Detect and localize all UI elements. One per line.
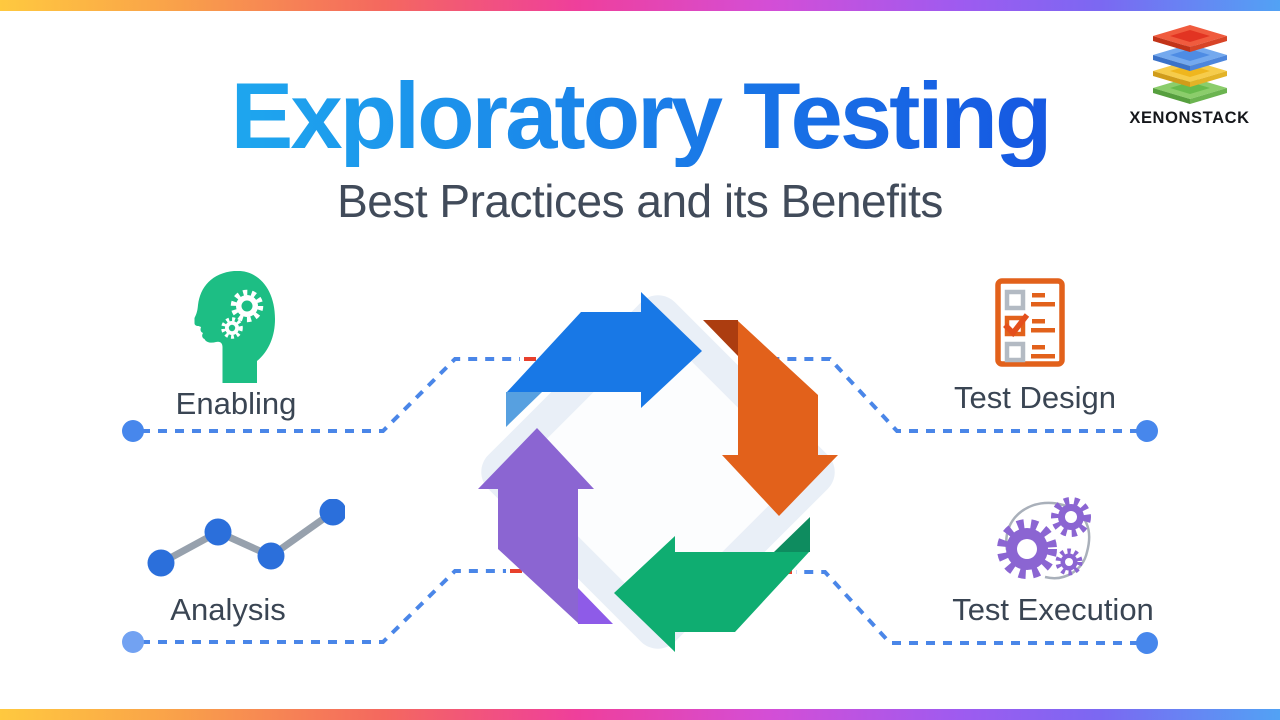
item-label-enabling: Enabling: [175, 386, 297, 421]
logo-stack-icon: [1152, 25, 1227, 104]
head-gears-icon: [194, 271, 275, 383]
item-label-analysis: Analysis: [170, 592, 286, 627]
connector-dots: [122, 420, 1158, 654]
cycle-arrow-left: [478, 428, 613, 624]
connector-bottom-right: [796, 570, 1139, 645]
cycle-arrow-top: [506, 292, 702, 427]
diagram-inner-diamond: [517, 331, 799, 613]
dot-bottom-left: [122, 631, 144, 653]
logo-layer-blue: [1152, 44, 1227, 71]
cycle-arrow-bottom: [614, 517, 810, 652]
line-chart-icon: [147, 499, 345, 577]
item-label-test-execution: Test Execution: [952, 592, 1154, 627]
cycle-arrow-right: [703, 320, 838, 516]
item-label-test-design: Test Design: [954, 380, 1116, 415]
logo-brand-text: XENONSTACK: [1129, 109, 1250, 127]
dot-top-right: [1136, 420, 1158, 442]
page-subtitle: Best Practices and its Benefits: [337, 175, 943, 227]
checklist-icon: [995, 278, 1065, 367]
page-title: Exploratory Testing: [230, 63, 1053, 168]
connector-top-right: [774, 357, 1139, 433]
connector-top-left: [141, 357, 520, 433]
logo-layer-green: [1152, 77, 1227, 104]
connector-bottom-left: [141, 569, 506, 644]
dot-top-left: [122, 420, 144, 442]
top-gradient-bar: [0, 0, 1280, 11]
bottom-gradient-bar: [0, 709, 1280, 720]
gears-icon: [997, 497, 1091, 580]
dot-bottom-right: [1136, 632, 1158, 654]
logo-layer-red: [1152, 25, 1227, 52]
brand-logo: XENONSTACK: [1127, 24, 1252, 128]
